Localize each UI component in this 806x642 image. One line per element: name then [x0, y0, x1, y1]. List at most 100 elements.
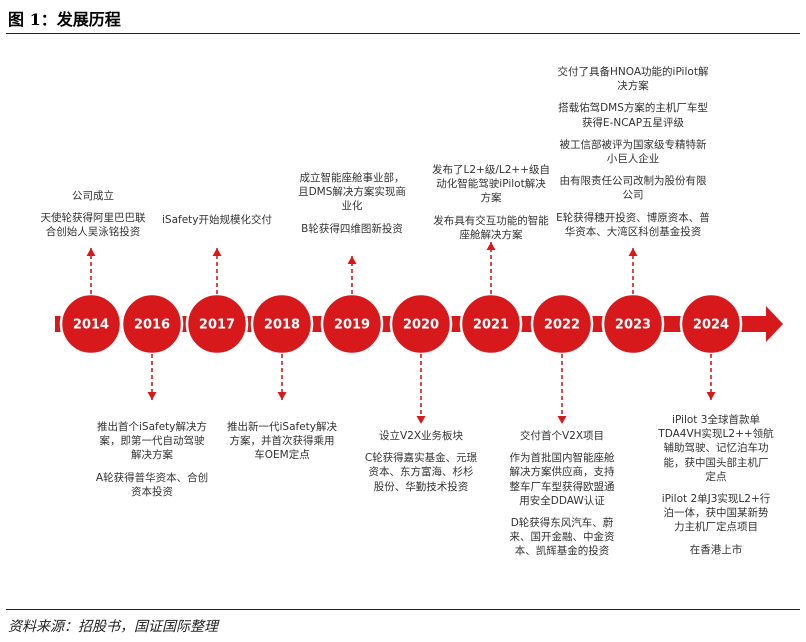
year-label-2016: 2016	[134, 318, 170, 333]
milestone-line: 案，即第一代自动驾驶	[99, 435, 205, 448]
source-note: 资料来源：招股书，国证国际整理	[8, 619, 218, 635]
milestone-line: 推出新一代iSafety解决	[226, 421, 337, 433]
spacer	[646, 535, 786, 543]
spacer	[548, 203, 718, 211]
milestone-line: 决方案	[617, 80, 649, 93]
milestone-line: E轮获得穗开投资、博原资本、普	[556, 211, 710, 224]
milestone-block-2020: 设立V2X业务板块 C轮获得嘉实基金、元璟资本、东方富海、杉杉股份、华勤技术投资	[348, 429, 494, 494]
milestone-line: 交付首个V2X项目	[519, 430, 605, 442]
milestone-line: 天使轮获得阿里巴巴联	[40, 212, 146, 225]
milestone-line: 辅助驾驶、记忆泊车功	[663, 442, 769, 455]
spacer	[276, 214, 428, 222]
milestone-line: 能，获中国头部主机厂	[663, 456, 769, 469]
milestone-line: 方案	[480, 192, 502, 205]
top-rule	[6, 33, 800, 34]
connector-arrowhead-2022	[557, 416, 567, 424]
year-label-2017: 2017	[199, 318, 235, 333]
milestone-line: iPilot 2单J3实现L2+行	[661, 493, 771, 506]
year-label-2022: 2022	[544, 318, 580, 333]
year-label-2021: 2021	[473, 318, 509, 333]
milestone-line: 小巨人企业	[606, 153, 660, 166]
spacer	[646, 484, 786, 492]
milestone-block-2017: iSafety开始规模化交付	[142, 213, 292, 227]
milestone-block-2022: 交付首个V2X项目作为首批国内智能座舱解决方案供应商，支持整车厂车型获得欧盟通用…	[494, 429, 630, 559]
bottom-rule	[6, 609, 800, 610]
milestone-line: 股份、华勤技术投资	[373, 480, 469, 493]
milestone-line: 定点	[705, 470, 727, 483]
connector-arrowhead-2017	[212, 248, 222, 256]
milestone-line: iPilot 3全球首款单	[672, 414, 760, 426]
milestone-block-2024: iPilot 3全球首款单 TDA4VH实现L2++领航辅助驾驶、记忆泊车功能，获…	[646, 413, 786, 557]
connector-arrowhead-2019	[347, 256, 357, 264]
connector-arrowhead-2023	[628, 248, 638, 256]
milestone-line: 整车厂车型获得欧盟通	[509, 480, 615, 493]
milestone-line: 华资本、大湾区科创基金投资	[564, 225, 702, 238]
milestone-block-2023: 交付了具备HNOA功能的iPilot解决方案搭载佑驾DMS方案的主机厂车型获得E…	[548, 65, 718, 239]
milestone-line: 解决方案	[131, 449, 173, 462]
spacer	[494, 508, 630, 516]
milestone-line: 由有限责任公司改制为股份有限	[559, 175, 707, 188]
milestone-line: 本、凯辉基金的投资	[514, 545, 610, 558]
milestone-line: 公司成立	[72, 190, 114, 202]
milestone-line: 发布具有交互功能的智能	[433, 214, 549, 227]
milestone-line: 推出首个iSafety解决方	[96, 421, 207, 433]
milestone-block-2016: 推出首个iSafety解决方案，即第一代自动驾驶解决方案 A轮获得普华资本、合创资…	[86, 420, 218, 499]
milestone-line: TDA4VH实现L2++领航	[658, 428, 774, 441]
spacer	[548, 93, 718, 101]
milestone-line: 方案，并首次获得乘用	[229, 435, 335, 448]
milestone-line: 设立V2X业务板块	[378, 430, 464, 442]
connector-arrowhead-2021	[486, 242, 496, 250]
milestone-block-2014: 公司成立天使轮获得阿里巴巴联合创始人吴泳铭投资	[18, 189, 168, 240]
connector-arrowhead-2016	[147, 392, 157, 400]
milestone-line: 力主机厂定点项目	[674, 521, 758, 534]
milestone-line: 在香港上市	[689, 543, 743, 556]
milestone-line: B轮获得四维图新投资	[301, 222, 403, 235]
milestone-line: 座舱解决方案	[459, 228, 523, 241]
milestone-line: A轮获得普华资本、合创	[95, 471, 209, 484]
spacer	[18, 203, 168, 211]
year-label-2018: 2018	[264, 318, 300, 333]
connector-arrowhead-2014	[86, 248, 96, 256]
milestone-line: 动化智能驾驶iPilot解决	[436, 178, 546, 191]
spacer	[424, 206, 558, 214]
milestone-line: 搭载佑驾DMS方案的主机厂车型	[558, 102, 708, 115]
year-label-2014: 2014	[73, 318, 109, 333]
figure-title: 图 1：发展历程	[8, 10, 121, 29]
milestone-line: 合创始人吴泳铭投资	[45, 226, 141, 239]
milestone-line: 被工信部被评为国家级专精特新	[559, 138, 707, 151]
spacer	[548, 130, 718, 138]
milestone-line: 用安全DDAW认证	[519, 494, 605, 507]
milestone-line: 车OEM定点	[254, 449, 310, 462]
milestone-line: 交付了具备HNOA功能的iPilot解	[557, 66, 709, 78]
spacer	[494, 443, 630, 451]
milestone-line: 资本投资	[131, 485, 173, 498]
year-label-2020: 2020	[403, 318, 439, 333]
milestone-line: 来、国开金融、中金资	[509, 531, 615, 544]
milestone-line: 且DMS解决方案实现商	[298, 186, 406, 199]
milestone-line: iSafety开始规模化交付	[161, 214, 272, 226]
milestone-line: 作为首批国内智能座舱	[509, 452, 615, 465]
milestone-block-2021: 发布了L2+级/L2++级自动化智能驾驶iPilot解决方案发布具有交互功能的智…	[424, 163, 558, 242]
connector-arrowhead-2018	[277, 392, 287, 400]
milestone-line: 资本、东方富海、杉杉	[368, 466, 474, 479]
connector-arrowhead-2020	[416, 416, 426, 424]
milestone-block-2019: 成立智能座舱事业部， 且DMS解决方案实现商业化 B轮获得四维图新投资	[276, 171, 428, 236]
timeline-diagram: 2014 2016 2017 2018 2019 2020 2021 2022 2023 2024	[55, 242, 783, 424]
milestone-line: 解决方案供应商，支持	[509, 466, 615, 479]
spacer	[86, 463, 218, 471]
milestone-block-2018: 推出新一代iSafety解决方案，并首次获得乘用车OEM定点	[216, 420, 348, 463]
milestone-line: 获得E-NCAP五星评级	[581, 116, 685, 129]
milestone-line: 发布了L2+级/L2++级自	[432, 164, 550, 176]
spacer	[348, 443, 494, 451]
connector-arrowhead-2024	[706, 392, 716, 400]
year-label-2024: 2024	[693, 318, 729, 333]
year-label-2023: 2023	[615, 318, 651, 333]
milestone-line: 公司	[622, 189, 644, 202]
year-label-2019: 2019	[334, 318, 370, 333]
milestone-line: C轮获得嘉实基金、元璟	[364, 452, 478, 465]
milestone-line: 泊一体，获中国某新势	[663, 507, 769, 520]
milestone-line: 业化	[341, 200, 363, 213]
spacer	[548, 166, 718, 174]
milestone-line: 成立智能座舱事业部，	[299, 172, 405, 184]
milestone-line: D轮获得东风汽车、蔚	[510, 517, 614, 530]
